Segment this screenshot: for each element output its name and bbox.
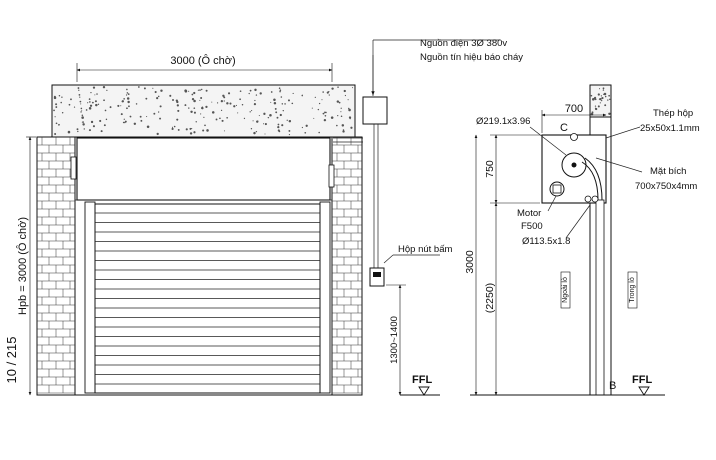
guide-rail-left: [84, 201, 96, 394]
bracket-right: [328, 164, 335, 188]
side-view: C B 700 750 (2250) 3000 Ø219.1x3.96 Thép…: [464, 84, 700, 396]
total-height-label: 3000: [464, 250, 476, 274]
motor-label: Motor: [517, 208, 541, 219]
side-width-label: 700: [565, 103, 583, 115]
ffl-label-side: FFL: [632, 374, 652, 386]
box-steel-size: 25x50x1.1mm: [640, 123, 700, 134]
opening-width-label: 3000 (Ô chờ): [170, 54, 235, 67]
brick-column-right: [331, 136, 363, 396]
inside-label: Trong lò: [629, 277, 636, 303]
box-steel-label: Thép hộp: [653, 108, 693, 119]
section-c-mark: [570, 133, 578, 141]
flange-label: Mặt bích: [650, 166, 686, 177]
motor-model: F500: [521, 221, 543, 232]
section-c-label: C: [560, 122, 568, 134]
side-guide: [595, 199, 605, 396]
drum-label: Ø219.1x3.96: [476, 116, 530, 127]
outside-label: Ngoài lò: [562, 277, 569, 303]
bracket-left: [70, 156, 77, 180]
section-b-label: B: [609, 380, 616, 392]
box-height-label: 750: [484, 160, 496, 178]
guide-rail-right: [319, 201, 331, 394]
button-box-label: Hộp nút bấm: [398, 244, 452, 255]
ffl-marker-side: [638, 386, 650, 396]
curtain-slats: [95, 212, 320, 385]
brick-column-left: [36, 136, 76, 396]
concrete-lintel: [51, 84, 356, 138]
power-label: Nguồn điện 3Ø 380v: [420, 38, 507, 49]
button-height-label: 1300~1400: [389, 316, 400, 364]
height-label: Hpb = 3000 (Ô chờ): [16, 217, 29, 315]
clear-height-label: (2250): [484, 283, 496, 313]
front-view: 3000 (Ô chờ) Hpb = 3000 (Ô chờ) 10 / 215…: [4, 38, 523, 396]
control-box: [362, 96, 388, 125]
roller-housing: [76, 137, 331, 201]
concrete-texture: [53, 85, 354, 136]
fire-signal-label: Nguồn tín hiệu báo cháy: [420, 52, 523, 63]
ffl-label-front: FFL: [412, 374, 432, 386]
flange-size: 700x750x4mm: [635, 181, 697, 192]
ffl-marker-front: [418, 386, 430, 396]
wall-note: 10 / 215: [4, 337, 19, 384]
shaft-label: Ø113.5x1.8: [522, 236, 570, 247]
